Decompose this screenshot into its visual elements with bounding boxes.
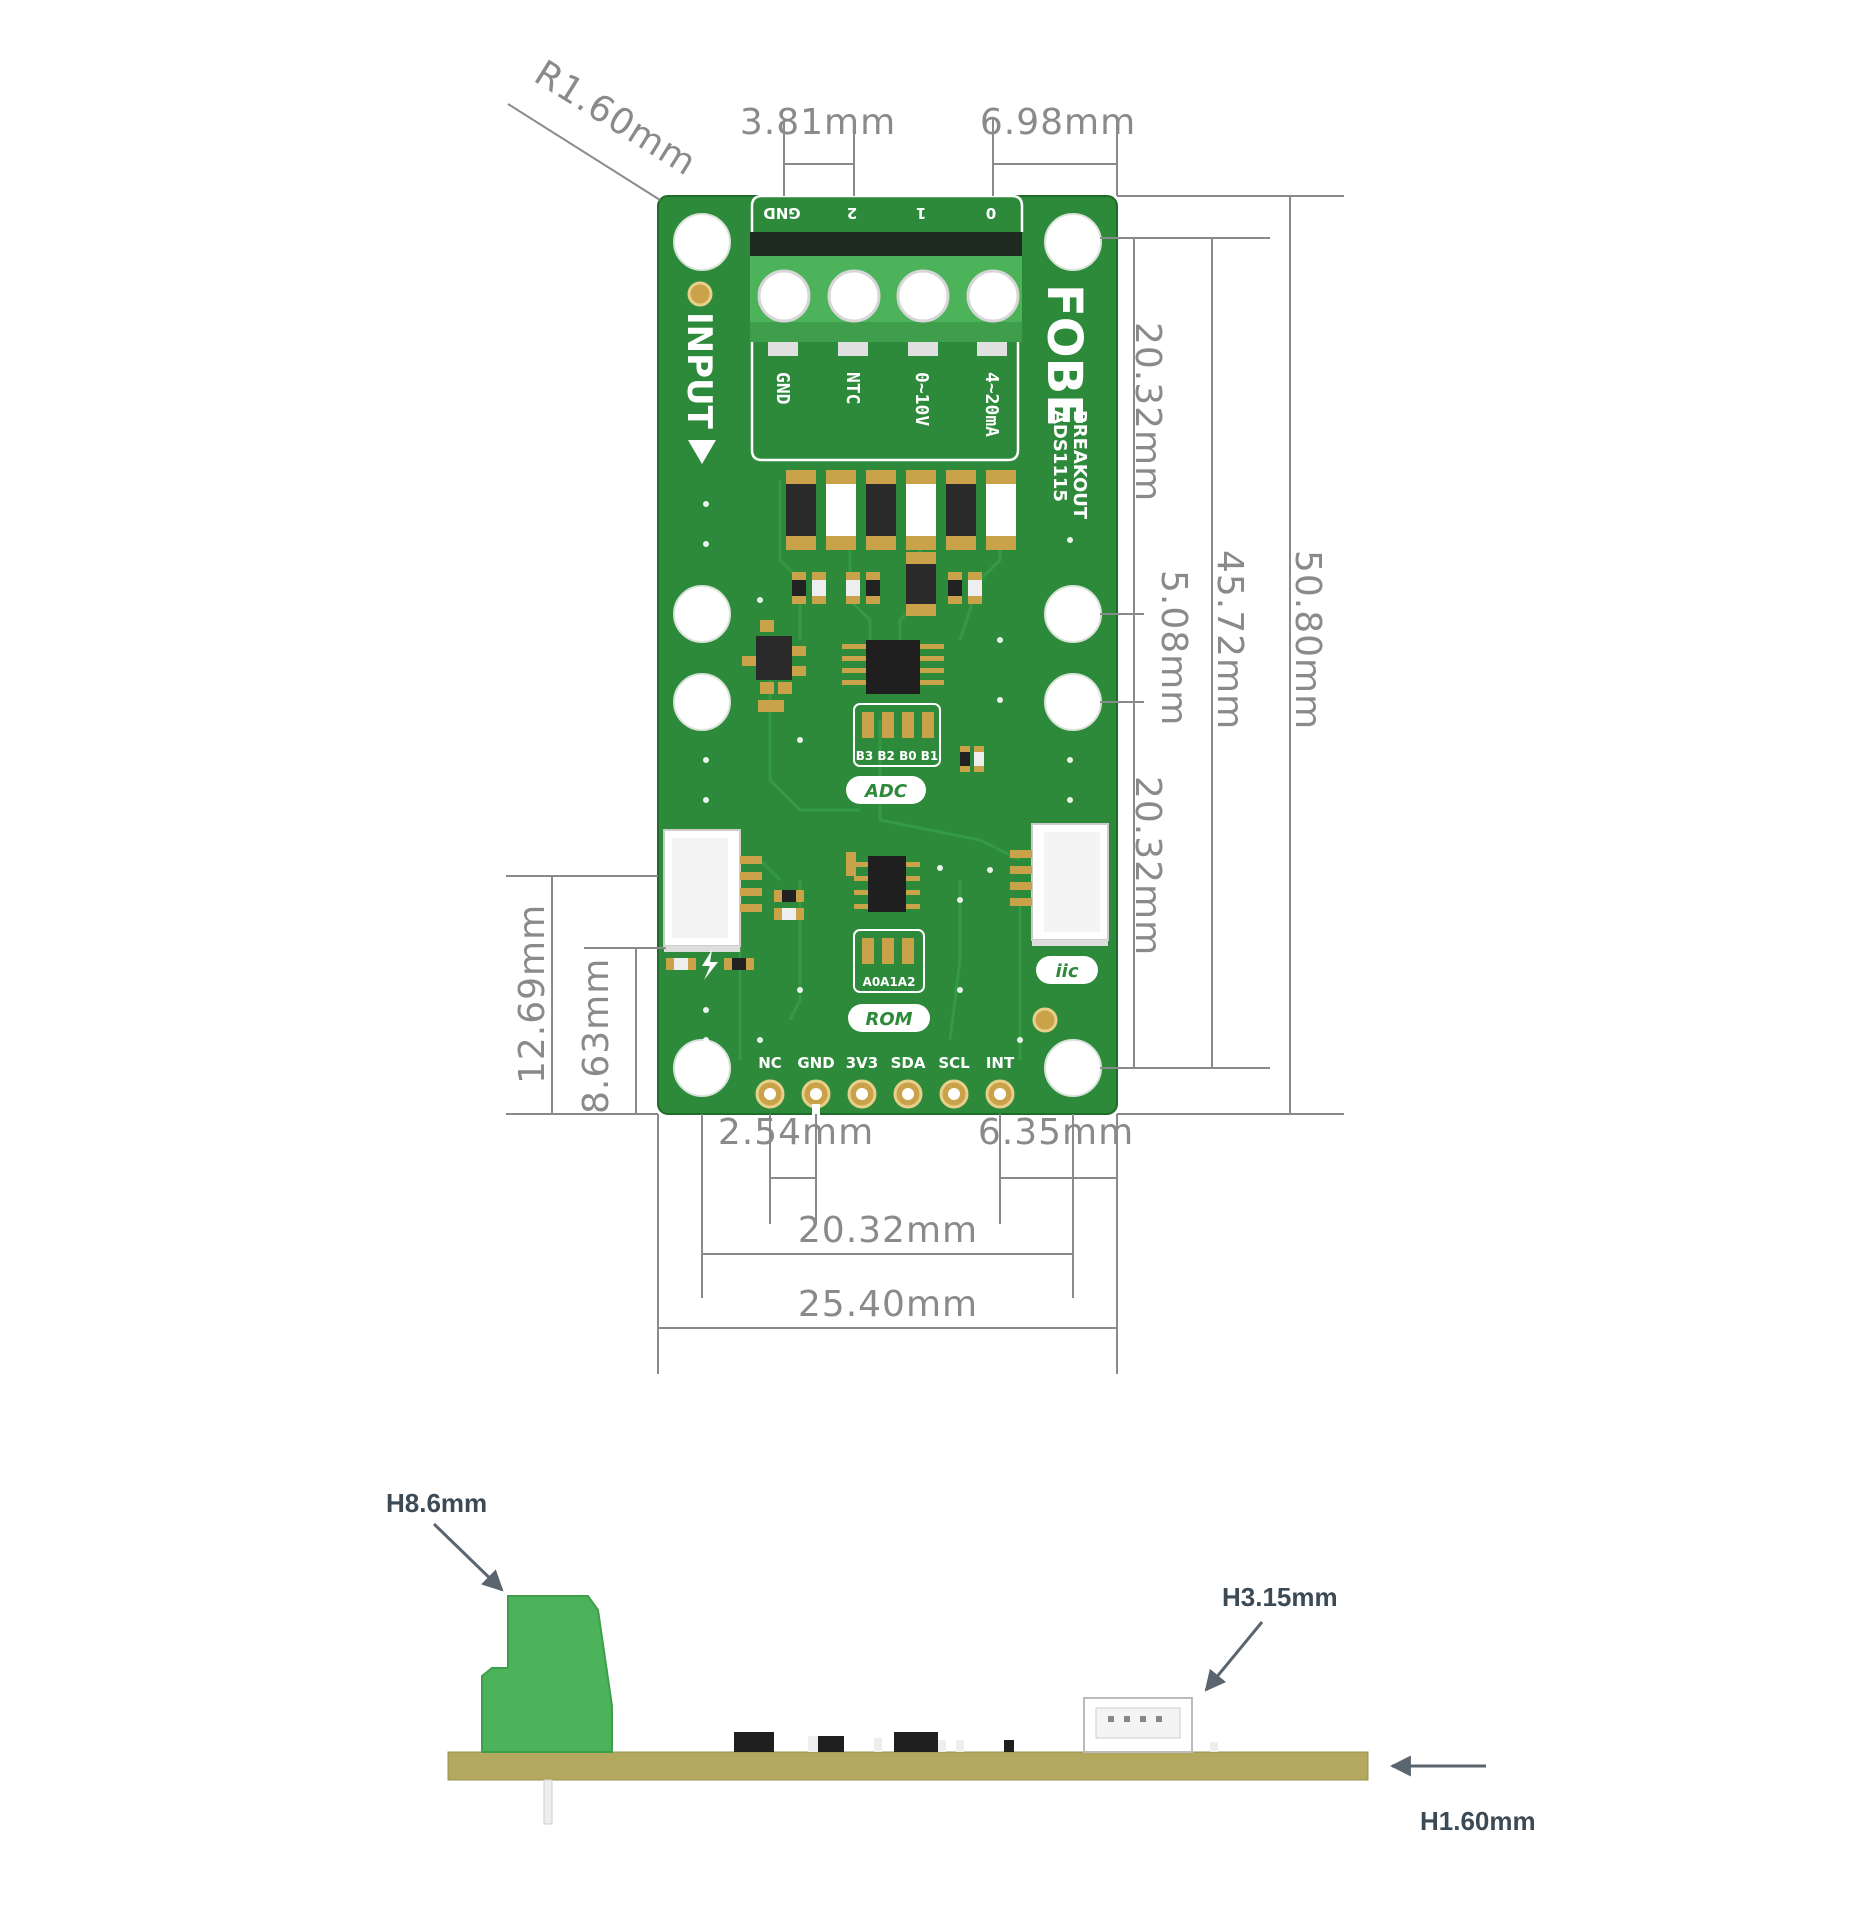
terminal-pin-label: GND [763, 204, 800, 222]
adc-addr-label: B3 B2 B0 B1 [856, 749, 939, 763]
rom-badge: ROM [865, 1009, 912, 1030]
dimension-annotations: R1.60mm 3.81mm 6.98mm 20.32mm 5.08mm 20.… [506, 53, 1344, 1374]
dim-board-height: 50.80mm [1287, 550, 1328, 730]
dim-hole-span-horizontal: 20.32mm [798, 1210, 978, 1251]
terminal-block-side [481, 1595, 613, 1753]
passive-components [666, 890, 804, 970]
terminal-function-label: NTC [842, 372, 863, 405]
screw-icon [757, 269, 811, 323]
terminal-silk-outline [750, 194, 1024, 232]
side-component [808, 1736, 818, 1752]
adc-badge: ADC [863, 781, 908, 802]
header-pin-label: SDA [891, 1054, 926, 1072]
terminal-height-arrow [432, 1522, 504, 1592]
terminal-pin-label: 1 [916, 204, 926, 222]
adc-addr-jumpers [862, 712, 934, 738]
pcb-side-body [447, 1751, 1369, 1781]
iic-connector-left [663, 829, 762, 952]
terminal-function-label: GND [772, 372, 793, 405]
dim-terminal-pitch: 3.81mm [740, 102, 896, 143]
dim-corner-radius: R1.60mm [527, 53, 703, 184]
protection-components [786, 470, 1016, 616]
screw-icon [896, 269, 950, 323]
adc-addr-outline [853, 703, 941, 767]
power-bolt-icon [702, 950, 718, 980]
adc-chip [842, 640, 944, 694]
side-component [734, 1732, 774, 1752]
dim-header-pitch: 2.54mm [718, 1112, 874, 1153]
terminal-function-label: 4~20mA [981, 372, 1002, 437]
rom-addr-label: A0A1A2 [863, 975, 916, 989]
mounting-hole [673, 585, 731, 643]
fiducial [687, 281, 713, 307]
header-pin-label: SCL [938, 1054, 970, 1072]
dim-board-width: 25.40mm [798, 1284, 978, 1325]
chip-name: ADS1115 [1049, 410, 1070, 502]
fiducial [1032, 1007, 1058, 1033]
pcb-thickness-label: H1.60mm [1420, 1806, 1536, 1836]
side-component [874, 1738, 882, 1752]
input-label: INPUT [679, 312, 719, 430]
mounting-hole [673, 1039, 731, 1097]
dim-hole-spacing-top: 20.32mm [1127, 322, 1168, 502]
dim-hole-span-vertical: 45.72mm [1209, 550, 1250, 730]
screw-icon [827, 269, 881, 323]
iic-connector-right [1010, 823, 1109, 946]
header-pin-label: GND [797, 1054, 834, 1072]
screw-icon [966, 269, 1020, 323]
side-component [938, 1740, 946, 1752]
terminal-function-outline [750, 340, 1020, 462]
iic-badge: iic [1055, 961, 1078, 982]
screw-terminal-block [750, 232, 1022, 356]
dim-hole-spacing-mid: 5.08mm [1153, 570, 1194, 726]
side-component [818, 1736, 844, 1752]
vias [703, 501, 1073, 1043]
dim-connector-offset: 12.69mm [512, 904, 553, 1084]
dim-terminal-offset: 6.98mm [980, 102, 1136, 143]
mounting-hole [673, 213, 731, 271]
product-line: BREAKOUT [1069, 410, 1090, 520]
adc-badge-bg [846, 776, 926, 804]
mounting-hole [1044, 673, 1102, 731]
terminal-pin-label: 0 [986, 204, 996, 222]
header-pin-label: INT [986, 1054, 1015, 1072]
terminal-pin-leg [543, 1779, 553, 1825]
rom-badge-bg [848, 1004, 930, 1032]
input-arrow-icon [688, 440, 716, 464]
header-pin-label: NC [758, 1054, 782, 1072]
radius-leader [507, 103, 661, 201]
side-component [894, 1732, 938, 1752]
header-pin-label: 3V3 [846, 1054, 878, 1072]
brand-logo: FOBE [1036, 284, 1092, 427]
pcb-top-view: GND 2 1 0 GND NTC 0~10V 4~20mA INPUT FOB… [657, 194, 1118, 1116]
terminal-height-label: H8.6mm [386, 1488, 487, 1518]
dim-header-edge-offset: 6.35mm [978, 1112, 1134, 1153]
terminal-pin-label: 2 [847, 204, 857, 222]
rom-addr-jumpers [862, 938, 914, 964]
dim-hole-spacing-bottom: 20.32mm [1127, 776, 1168, 956]
side-component [956, 1740, 964, 1752]
rom-addr-outline [853, 929, 925, 993]
side-component [1004, 1740, 1014, 1752]
passive-components [792, 572, 982, 604]
iic-badge-bg [1036, 956, 1098, 984]
mounting-hole [1044, 585, 1102, 643]
mounting-hole [673, 673, 731, 731]
pcb-side-view: H8.6mm H3.15mm H1.60mm [386, 1488, 1536, 1836]
connector-height-arrow [1204, 1621, 1264, 1692]
passive-components [960, 746, 984, 772]
pin-header [755, 1079, 1015, 1116]
mounting-hole [1044, 213, 1102, 271]
connector-height-label: H3.15mm [1222, 1582, 1338, 1612]
connector-side [1083, 1697, 1218, 1753]
mosfet-component [742, 620, 806, 712]
mounting-holes [673, 213, 1102, 1097]
eeprom-chip [846, 852, 920, 912]
mounting-hole [1044, 1039, 1102, 1097]
dim-connector-offset-inner: 8.63mm [576, 958, 617, 1114]
terminal-function-label: 0~10V [911, 372, 932, 426]
